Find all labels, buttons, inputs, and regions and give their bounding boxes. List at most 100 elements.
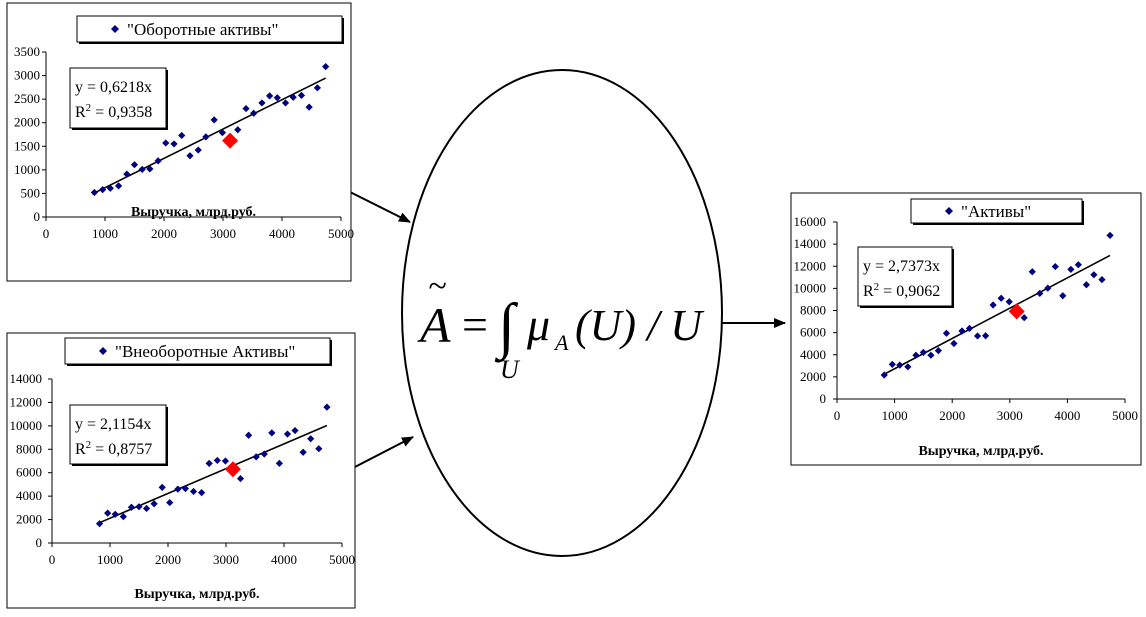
data-point	[90, 188, 98, 197]
x-tick-label: 5000	[328, 226, 354, 241]
y-tick-label: 16000	[794, 214, 827, 229]
y-tick-label: 3000	[14, 68, 40, 83]
x-tick-label: 4000	[269, 226, 295, 241]
data-point	[1067, 265, 1075, 273]
x-tick-label: 3000	[210, 226, 236, 241]
data-point	[297, 91, 306, 99]
r-squared: R2 = 0,9062	[863, 281, 940, 300]
data-point	[1074, 261, 1082, 269]
data-point	[934, 347, 942, 355]
data-point	[260, 450, 268, 458]
chart-frame	[790, 192, 1142, 466]
data-point	[1028, 268, 1036, 276]
data-point	[281, 99, 290, 107]
y-tick-label: 6000	[800, 325, 826, 340]
data-point	[880, 371, 888, 379]
x-axis-label: Выручка, млрд.руб.	[134, 587, 259, 602]
x-tick-label: 2000	[155, 552, 181, 567]
data-point	[123, 170, 131, 178]
data-point	[99, 186, 107, 194]
data-point	[904, 363, 912, 371]
x-tick-label: 0	[834, 408, 841, 423]
data-point	[138, 165, 146, 173]
equation-box	[69, 67, 167, 129]
data-point	[106, 184, 114, 192]
data-point	[989, 301, 997, 309]
trend-equation: y = 0,6218x	[75, 79, 152, 96]
data-point	[130, 161, 139, 169]
r-squared-value: = 0,8757	[91, 441, 152, 458]
data-point	[912, 351, 920, 359]
data-point	[194, 146, 202, 154]
y-tick-label: 2000	[800, 369, 826, 384]
y-tick-label: 6000	[16, 465, 42, 480]
highlighted-point	[222, 132, 239, 149]
data-point	[111, 510, 119, 518]
data-point	[250, 109, 258, 117]
y-tick-label: 10000	[794, 280, 827, 295]
x-tick-label: 0	[49, 552, 56, 567]
formula-mu: μ	[526, 299, 550, 350]
x-axis-label: Выручка, млрд.руб.	[131, 205, 256, 220]
r-squared-exponent: 2	[86, 439, 92, 451]
r-squared-value: = 0,9358	[91, 104, 152, 121]
equation-box	[69, 404, 167, 465]
x-tick-label: 3000	[997, 408, 1023, 423]
data-point	[154, 157, 162, 165]
x-tick-label: 4000	[271, 552, 297, 567]
data-point	[242, 104, 250, 113]
y-tick-label: 8000	[800, 303, 826, 318]
data-point	[273, 94, 281, 102]
y-tick-label: 14000	[794, 236, 827, 251]
data-point	[170, 140, 178, 148]
y-tick-label: 10000	[10, 418, 43, 433]
highlighted-point	[1008, 303, 1025, 320]
x-tick-label: 1000	[97, 552, 123, 567]
data-point	[315, 445, 323, 453]
data-point	[127, 503, 136, 511]
data-point	[1036, 289, 1044, 297]
legend-marker-icon	[99, 347, 107, 355]
y-tick-label: 12000	[10, 394, 43, 409]
data-point	[186, 152, 194, 160]
data-point	[958, 327, 966, 335]
legend-label: "Внеоборотные Активы"	[115, 342, 295, 361]
x-tick-label: 1000	[882, 408, 908, 423]
data-point	[221, 457, 230, 465]
data-point	[174, 485, 182, 493]
r-squared: R2 = 0,9358	[75, 102, 152, 121]
y-tick-label: 2000	[16, 512, 42, 527]
legend-box	[64, 337, 331, 365]
data-point	[291, 426, 299, 435]
data-point	[114, 182, 123, 190]
data-point	[1044, 284, 1052, 292]
data-point	[258, 99, 266, 107]
formula-integral: ∫	[494, 292, 519, 363]
y-tick-label: 0	[820, 391, 827, 406]
data-point	[181, 484, 189, 493]
data-point	[283, 430, 292, 438]
y-tick-label: 4000	[16, 488, 42, 503]
data-point	[919, 348, 927, 357]
data-point	[162, 139, 170, 147]
data-point	[252, 453, 260, 461]
legend-box	[76, 15, 343, 43]
fuzzy-set-ellipse	[401, 69, 723, 557]
x-tick-label: 5000	[1112, 408, 1138, 423]
formula-integral-limit: U	[500, 355, 521, 384]
fuzzy-set-formula: ~ A = ∫ μ A (U) / U U	[417, 268, 705, 384]
data-point	[950, 339, 958, 348]
x-tick-label: 5000	[329, 552, 355, 567]
formula-argument: (U) / U	[575, 301, 705, 350]
y-tick-label: 8000	[16, 441, 42, 456]
y-tick-label: 2000	[14, 115, 40, 130]
y-tick-label: 14000	[10, 371, 43, 386]
data-point	[1082, 281, 1091, 289]
data-point	[268, 429, 276, 437]
x-tick-label: 2000	[151, 226, 177, 241]
trendline	[94, 77, 327, 194]
x-tick-label: 2000	[939, 408, 965, 423]
legend-box	[910, 198, 1083, 224]
